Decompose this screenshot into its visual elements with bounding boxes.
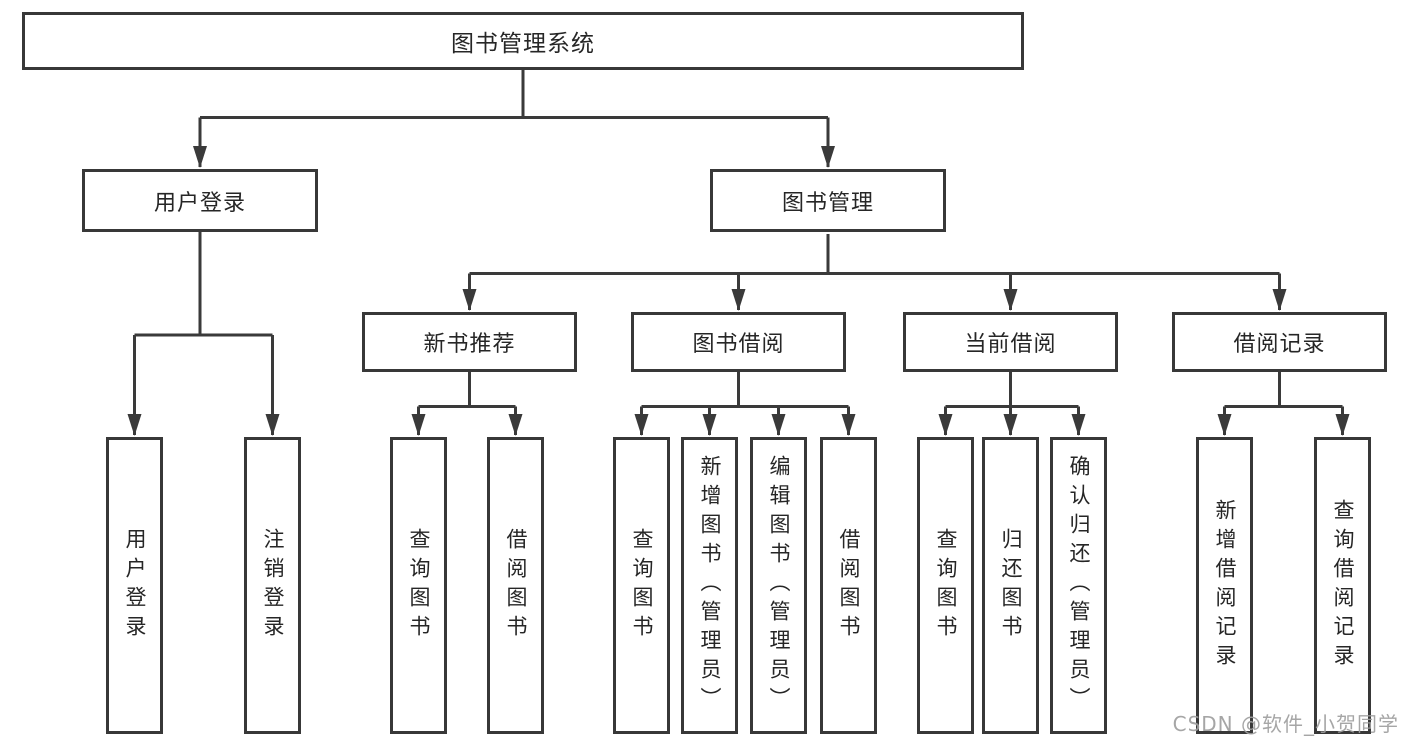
node-label: 新增图书（管理员） (698, 455, 722, 716)
node-user-login: 用户登录 (106, 437, 163, 734)
node-return-books: 归还图书 (982, 437, 1039, 734)
node-library-management-system: 图书管理系统 (22, 12, 1024, 70)
node-add-borrow-record: 新增借阅记录 (1196, 437, 1253, 734)
node-borrow-books: 借阅图书 (820, 437, 877, 734)
node-logout: 注销登录 (244, 437, 301, 734)
node-current-borrowing: 当前借阅 (903, 312, 1118, 372)
node-label: 用户登录 (123, 527, 147, 644)
watermark: CSDN @软件_小贺同学 (1172, 712, 1399, 736)
node-label: 借阅图书 (837, 527, 861, 644)
node-borrowing-records: 借阅记录 (1172, 312, 1387, 372)
node-query-borrow-record: 查询借阅记录 (1314, 437, 1371, 734)
node-label: 编辑图书（管理员） (767, 455, 791, 716)
node-query-books-recommend: 查询图书 (390, 437, 447, 734)
node-label: 归还图书 (999, 527, 1023, 644)
node-label: 查询图书 (934, 527, 958, 644)
node-label: 注销登录 (261, 527, 285, 644)
node-label: 借阅图书 (504, 527, 528, 644)
node-label: 新增借阅记录 (1213, 498, 1237, 673)
node-borrow-books-recommend: 借阅图书 (487, 437, 544, 734)
node-new-book-recommendation: 新书推荐 (362, 312, 577, 372)
node-confirm-return-admin: 确认归还（管理员） (1050, 437, 1107, 734)
node-label: 查询图书 (407, 527, 431, 644)
node-book-borrowing: 图书借阅 (631, 312, 846, 372)
node-label: 查询图书 (630, 527, 654, 644)
node-label: 查询借阅记录 (1331, 498, 1355, 673)
node-edit-book-admin: 编辑图书（管理员） (750, 437, 807, 734)
node-query-books-borrowing: 查询图书 (613, 437, 670, 734)
node-label: 确认归还（管理员） (1067, 455, 1091, 716)
node-book-management: 图书管理 (710, 169, 946, 232)
node-add-book-admin: 新增图书（管理员） (681, 437, 738, 734)
node-user-login-group: 用户登录 (82, 169, 318, 232)
node-query-books-current: 查询图书 (917, 437, 974, 734)
